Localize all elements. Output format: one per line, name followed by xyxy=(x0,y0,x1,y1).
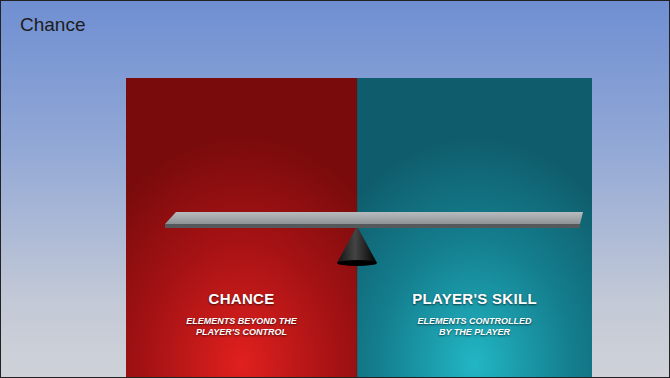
skill-panel: PLAYER'S SKILL ELEMENTS CONTROLLED BY THE… xyxy=(357,78,592,378)
slide-title: Chance xyxy=(20,14,86,36)
panel-heading: PLAYER'S SKILL xyxy=(412,290,537,307)
panel-description: ELEMENTS CONTROLLED BY THE PLAYER xyxy=(411,316,539,338)
fulcrum-cone xyxy=(337,226,377,263)
panel-heading: CHANCE xyxy=(209,290,275,307)
seesaw-plank xyxy=(165,212,583,224)
fulcrum-base xyxy=(337,260,377,266)
chance-panel: CHANCE ELEMENTS BEYOND THE PLAYER'S CONTR… xyxy=(126,78,357,378)
panel-description: ELEMENTS BEYOND THE PLAYER'S CONTROL xyxy=(178,316,306,338)
seesaw-plank-edge xyxy=(165,224,580,228)
